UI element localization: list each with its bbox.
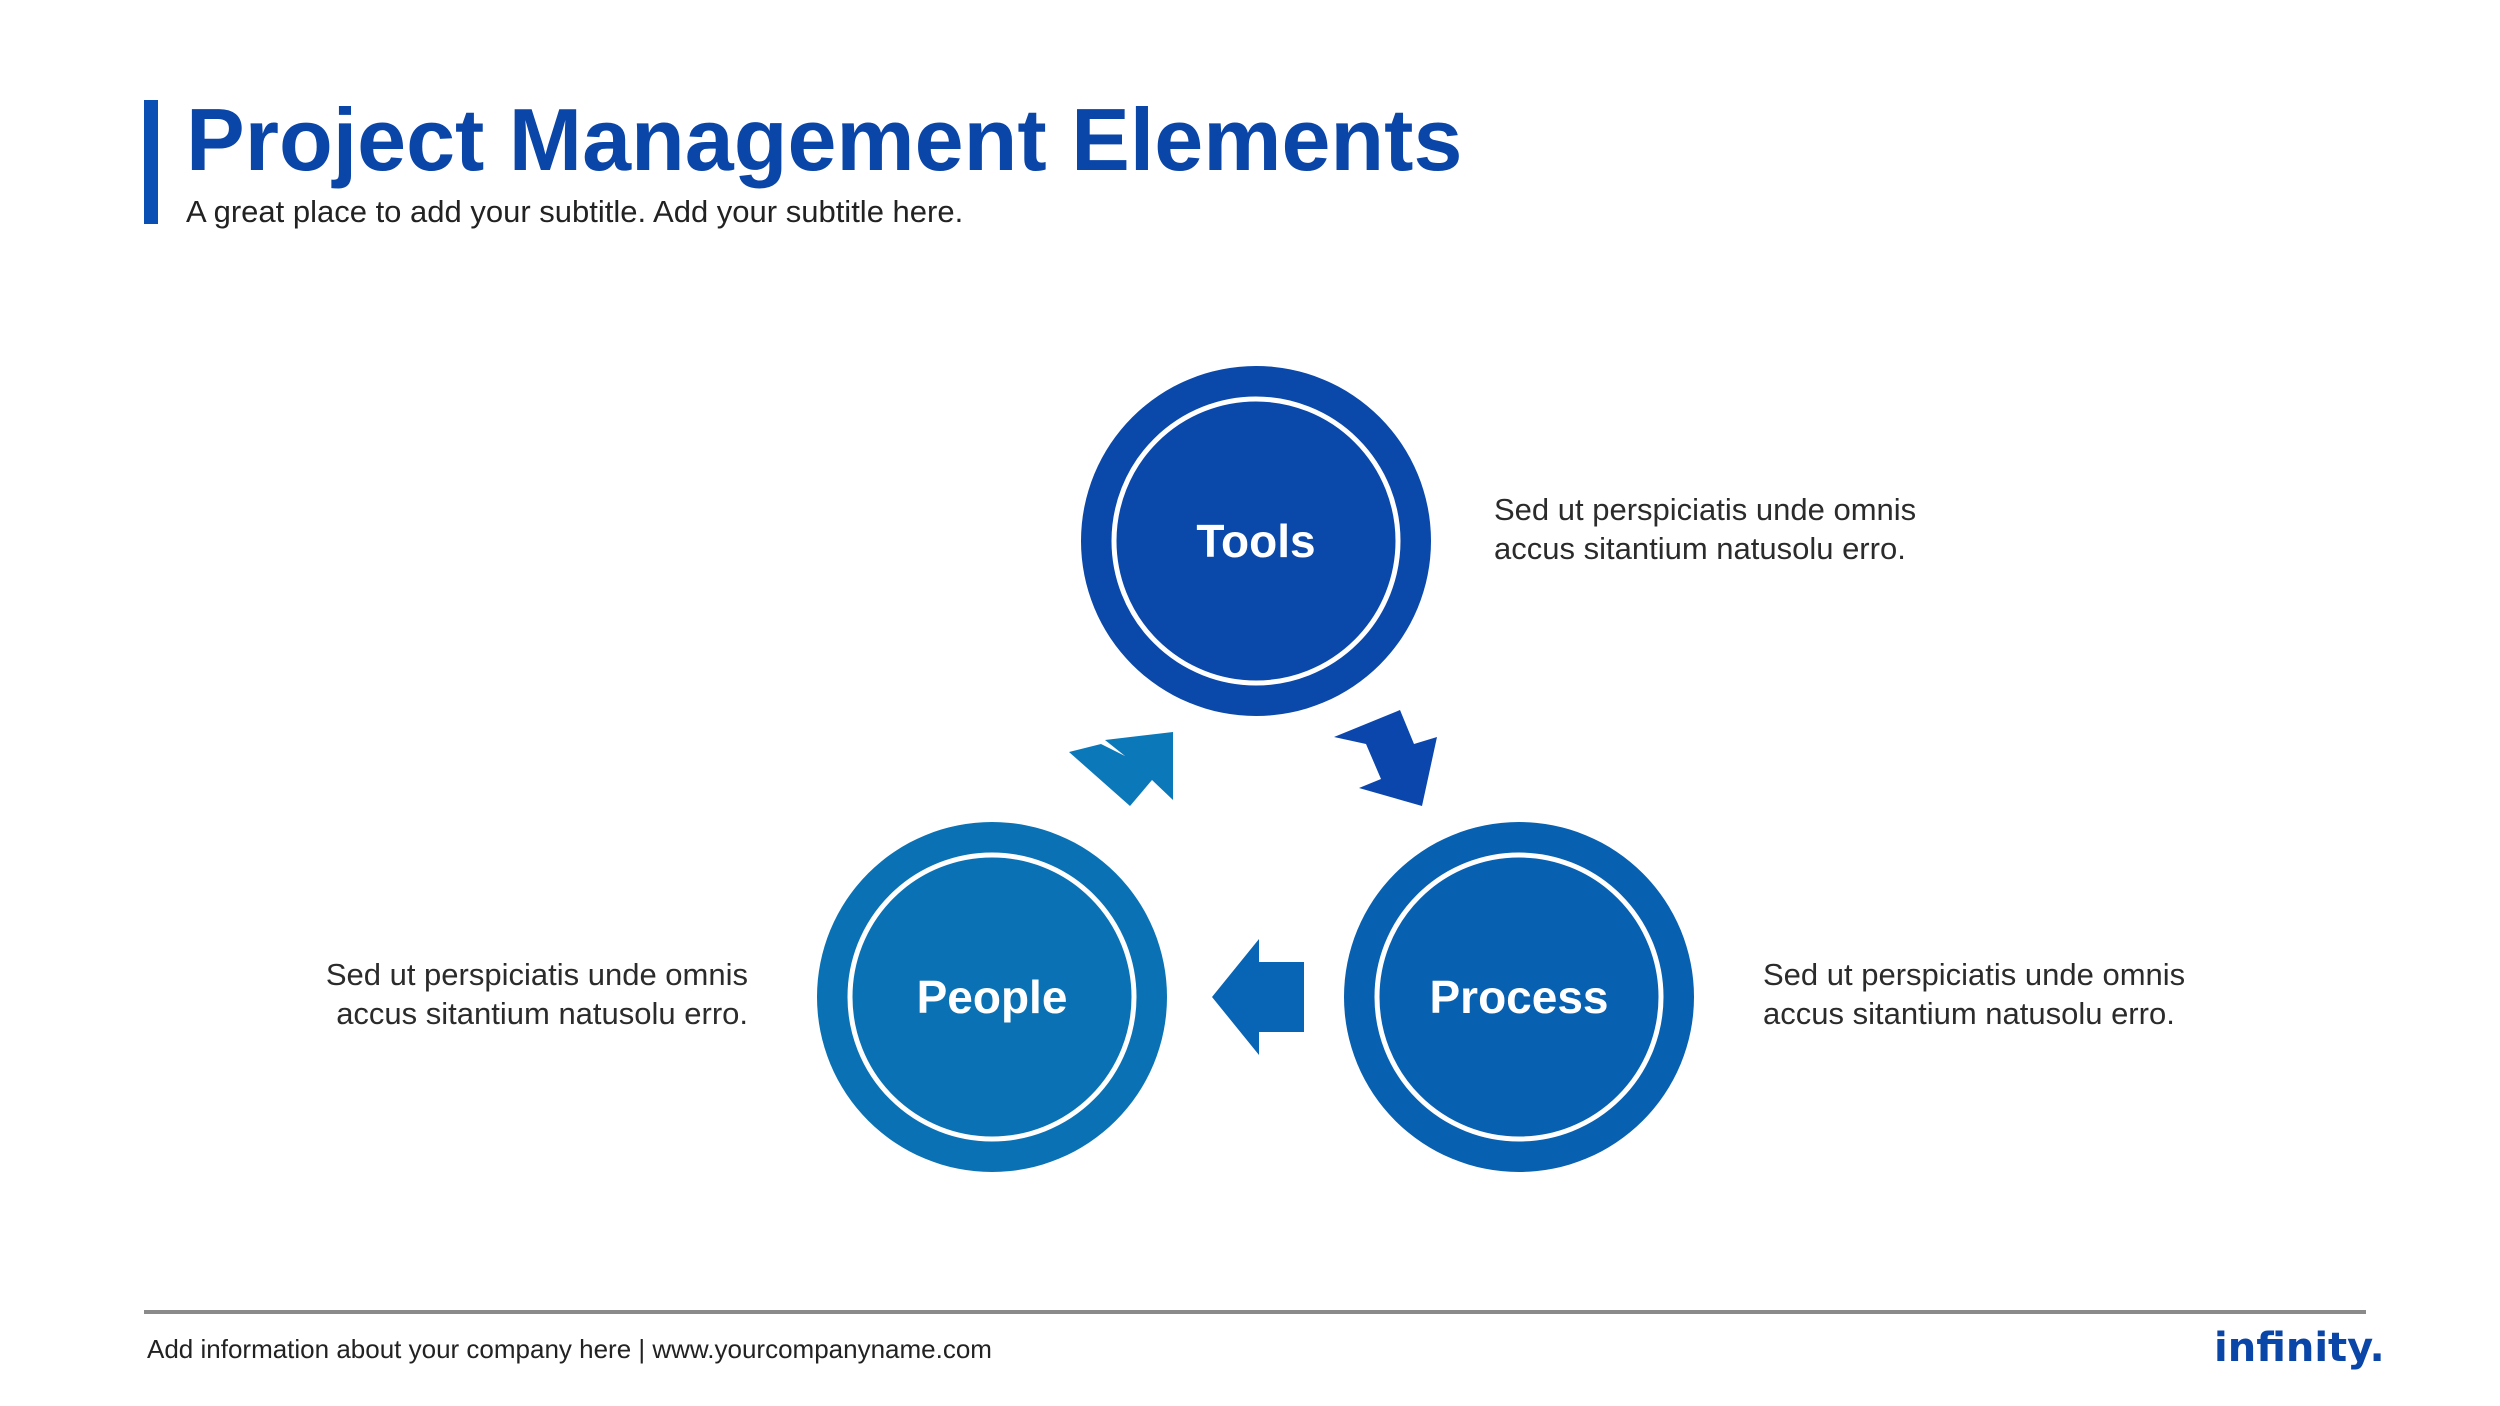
node-tools: Tools [1081,366,1431,716]
tools-description-line-1: Sed ut perspiciatis unde omnis [1494,492,1917,527]
node-tools-inner-ring [1111,396,1401,686]
page-title: Project Management Elements [186,90,1463,189]
people-description: Sed ut perspiciatis unde omnis accus sit… [260,955,748,1033]
node-process: Process [1344,822,1694,1172]
arrow-people-to-tools-icon [1069,732,1173,806]
arrow-tools-to-process-icon [1334,710,1437,806]
node-tools-label: Tools [1196,515,1315,567]
node-people: People [817,822,1167,1172]
node-people-inner-ring [847,852,1137,1142]
tools-description: Sed ut perspiciatis unde omnis accus sit… [1494,490,1916,568]
arrow-process-to-people-icon [1212,939,1304,1055]
node-people-outer-circle [817,822,1167,1172]
people-description-line-2: accus sitantium natusolu erro. [336,996,748,1031]
node-process-inner-ring [1374,852,1664,1142]
process-description-line-1: Sed ut perspiciatis unde omnis [1763,957,2186,992]
footer-company-info: Add information about your company here … [147,1334,992,1364]
node-tools-outer-circle [1081,366,1431,716]
title-accent-bar [144,100,158,224]
node-process-label: Process [1429,971,1608,1023]
footer-divider [144,1310,2366,1314]
process-description-line-2: accus sitantium natusolu erro. [1763,996,2175,1031]
company-logo: infinity. [2214,1325,2385,1371]
node-process-outer-circle [1344,822,1694,1172]
people-description-line-1: Sed ut perspiciatis unde omnis [325,957,748,992]
page-subtitle: A great place to add your subtitle. Add … [186,194,964,229]
process-description: Sed ut perspiciatis unde omnis accus sit… [1763,955,2185,1033]
tools-description-line-2: accus sitantium natusolu erro. [1494,531,1906,566]
node-people-label: People [917,971,1068,1023]
